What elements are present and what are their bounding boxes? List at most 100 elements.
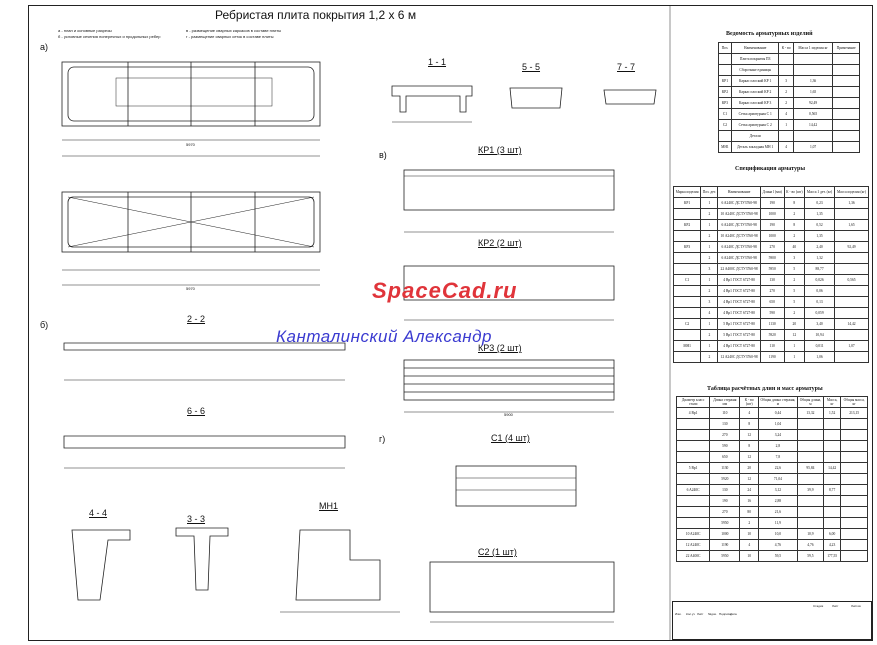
table-cell: С2 [672, 318, 702, 330]
table-cell: 12 [783, 329, 806, 341]
table-cell: 0,06 [804, 285, 836, 297]
legend-b: б - условные сечения поперечных и продол… [58, 34, 161, 39]
table-cell: 2 [700, 252, 719, 264]
table-cell: КР3 [672, 241, 702, 253]
plan2-dim-total: 5970 [186, 286, 195, 291]
table-cell: 5950 [759, 263, 785, 275]
table-cell: 4 [739, 407, 760, 419]
table-cell: 5 [783, 263, 806, 275]
table-cell: КР2 [672, 219, 702, 231]
table-cell [834, 329, 869, 341]
table-cell: 1 [700, 219, 719, 231]
vedomost-header: Поз. [718, 42, 732, 54]
table-cell [672, 285, 702, 297]
calc-header: К - во (шт) [739, 396, 760, 408]
table-cell: 8 [783, 219, 806, 231]
section-6-6: 6 - 6 [187, 406, 206, 416]
table-cell: 650 [709, 451, 741, 463]
table-cell [840, 418, 868, 430]
table-cell: 4 Вр1 ГОСТ 6727-80 [717, 296, 761, 308]
calc-header: Диаметр класс стали [675, 396, 711, 408]
table-cell: 110 [759, 340, 785, 352]
table-cell: 1130 [759, 318, 785, 330]
table-cell: 4 [778, 108, 794, 120]
table-cell: 0,44 [758, 407, 798, 419]
table-cell: Сетка арматурная С 2 [730, 119, 780, 131]
table-cell [796, 440, 825, 452]
table-cell: 10 A240С ДСТУ3760-98 [717, 230, 761, 242]
table-cell: МН1 [718, 141, 732, 153]
table-cell: 22 A400С [675, 550, 711, 562]
table-cell: 1130 [709, 462, 741, 474]
table-cell: 14,42 [822, 462, 842, 474]
table-cell: Каркас плоский КР 1 [730, 75, 780, 87]
table-cell: 5 Вр1 [675, 462, 711, 474]
table-cell: 177,55 [822, 550, 842, 562]
table-cell [675, 451, 711, 463]
table-cell: 590 [759, 307, 785, 319]
table-cell: Сборочные единицы [730, 64, 780, 76]
mesh-c2-title: С2 (1 шт) [478, 547, 517, 557]
table-cell [796, 451, 825, 463]
table-cell: С1 [718, 108, 732, 120]
table-cell: Сетка арматурная С 1 [730, 108, 780, 120]
table-cell: 270 [759, 285, 785, 297]
table-cell: 4 Вр1 ГОСТ 6727-80 [717, 340, 761, 352]
table-cell: 1 [700, 340, 719, 352]
title-block-cell: №док. [708, 612, 717, 616]
section-7-7: 7 - 7 [617, 62, 636, 72]
table-cell: 24 [739, 484, 760, 496]
table-cell [832, 86, 860, 98]
table-cell [796, 517, 825, 529]
table-cell: 5920 [709, 473, 741, 485]
table-cell: 2 [700, 230, 719, 242]
table-cell [840, 440, 868, 452]
spec-title: Спецификация арматуры [735, 166, 806, 172]
table-cell: 6 A240С ДСТУ3760-98 [717, 241, 761, 253]
table-cell: 2 [700, 285, 719, 297]
table-cell: 20 [783, 318, 806, 330]
table-cell [675, 506, 711, 518]
table-cell: 130 [709, 418, 741, 430]
table-cell: 1 [783, 351, 806, 363]
table-cell [778, 53, 794, 65]
table-cell: 11,9 [758, 517, 798, 529]
table-cell [832, 130, 860, 142]
title-block-cell: Лист [697, 612, 704, 616]
vedomost-title: Ведомость арматурных изделий [726, 31, 813, 37]
table-cell [822, 495, 842, 507]
table-cell: 213,15 [840, 407, 868, 419]
legend-g: г - размещение сварных сеток в составе п… [186, 34, 274, 39]
table-cell: 1,65 [834, 219, 869, 231]
table-cell [822, 473, 842, 485]
table-cell: 5920 [759, 329, 785, 341]
section-3-3: 3 - 3 [187, 514, 206, 524]
table-cell [832, 53, 860, 65]
table-cell: 1190 [709, 539, 741, 551]
table-cell: Деталь закладная МН 1 [730, 141, 780, 153]
table-cell: 4 Вр1 ГОСТ 6727-80 [717, 285, 761, 297]
table-cell [672, 296, 702, 308]
table-cell: 190 [759, 219, 785, 231]
table-cell: 0,565 [834, 274, 869, 286]
spec-header: Масса изделия (кг) [834, 186, 869, 198]
table-cell: 0,565 [792, 108, 834, 120]
table-cell: Каркас плоский КР 2 [730, 86, 780, 98]
table-cell: 8 [739, 440, 760, 452]
table-cell: 1,07 [792, 141, 834, 153]
table-cell: 1,65 [792, 86, 834, 98]
table-cell: 1,35 [804, 230, 836, 242]
watermark-author: Канталинский Александр [276, 327, 492, 346]
table-cell: 3 [778, 75, 794, 87]
